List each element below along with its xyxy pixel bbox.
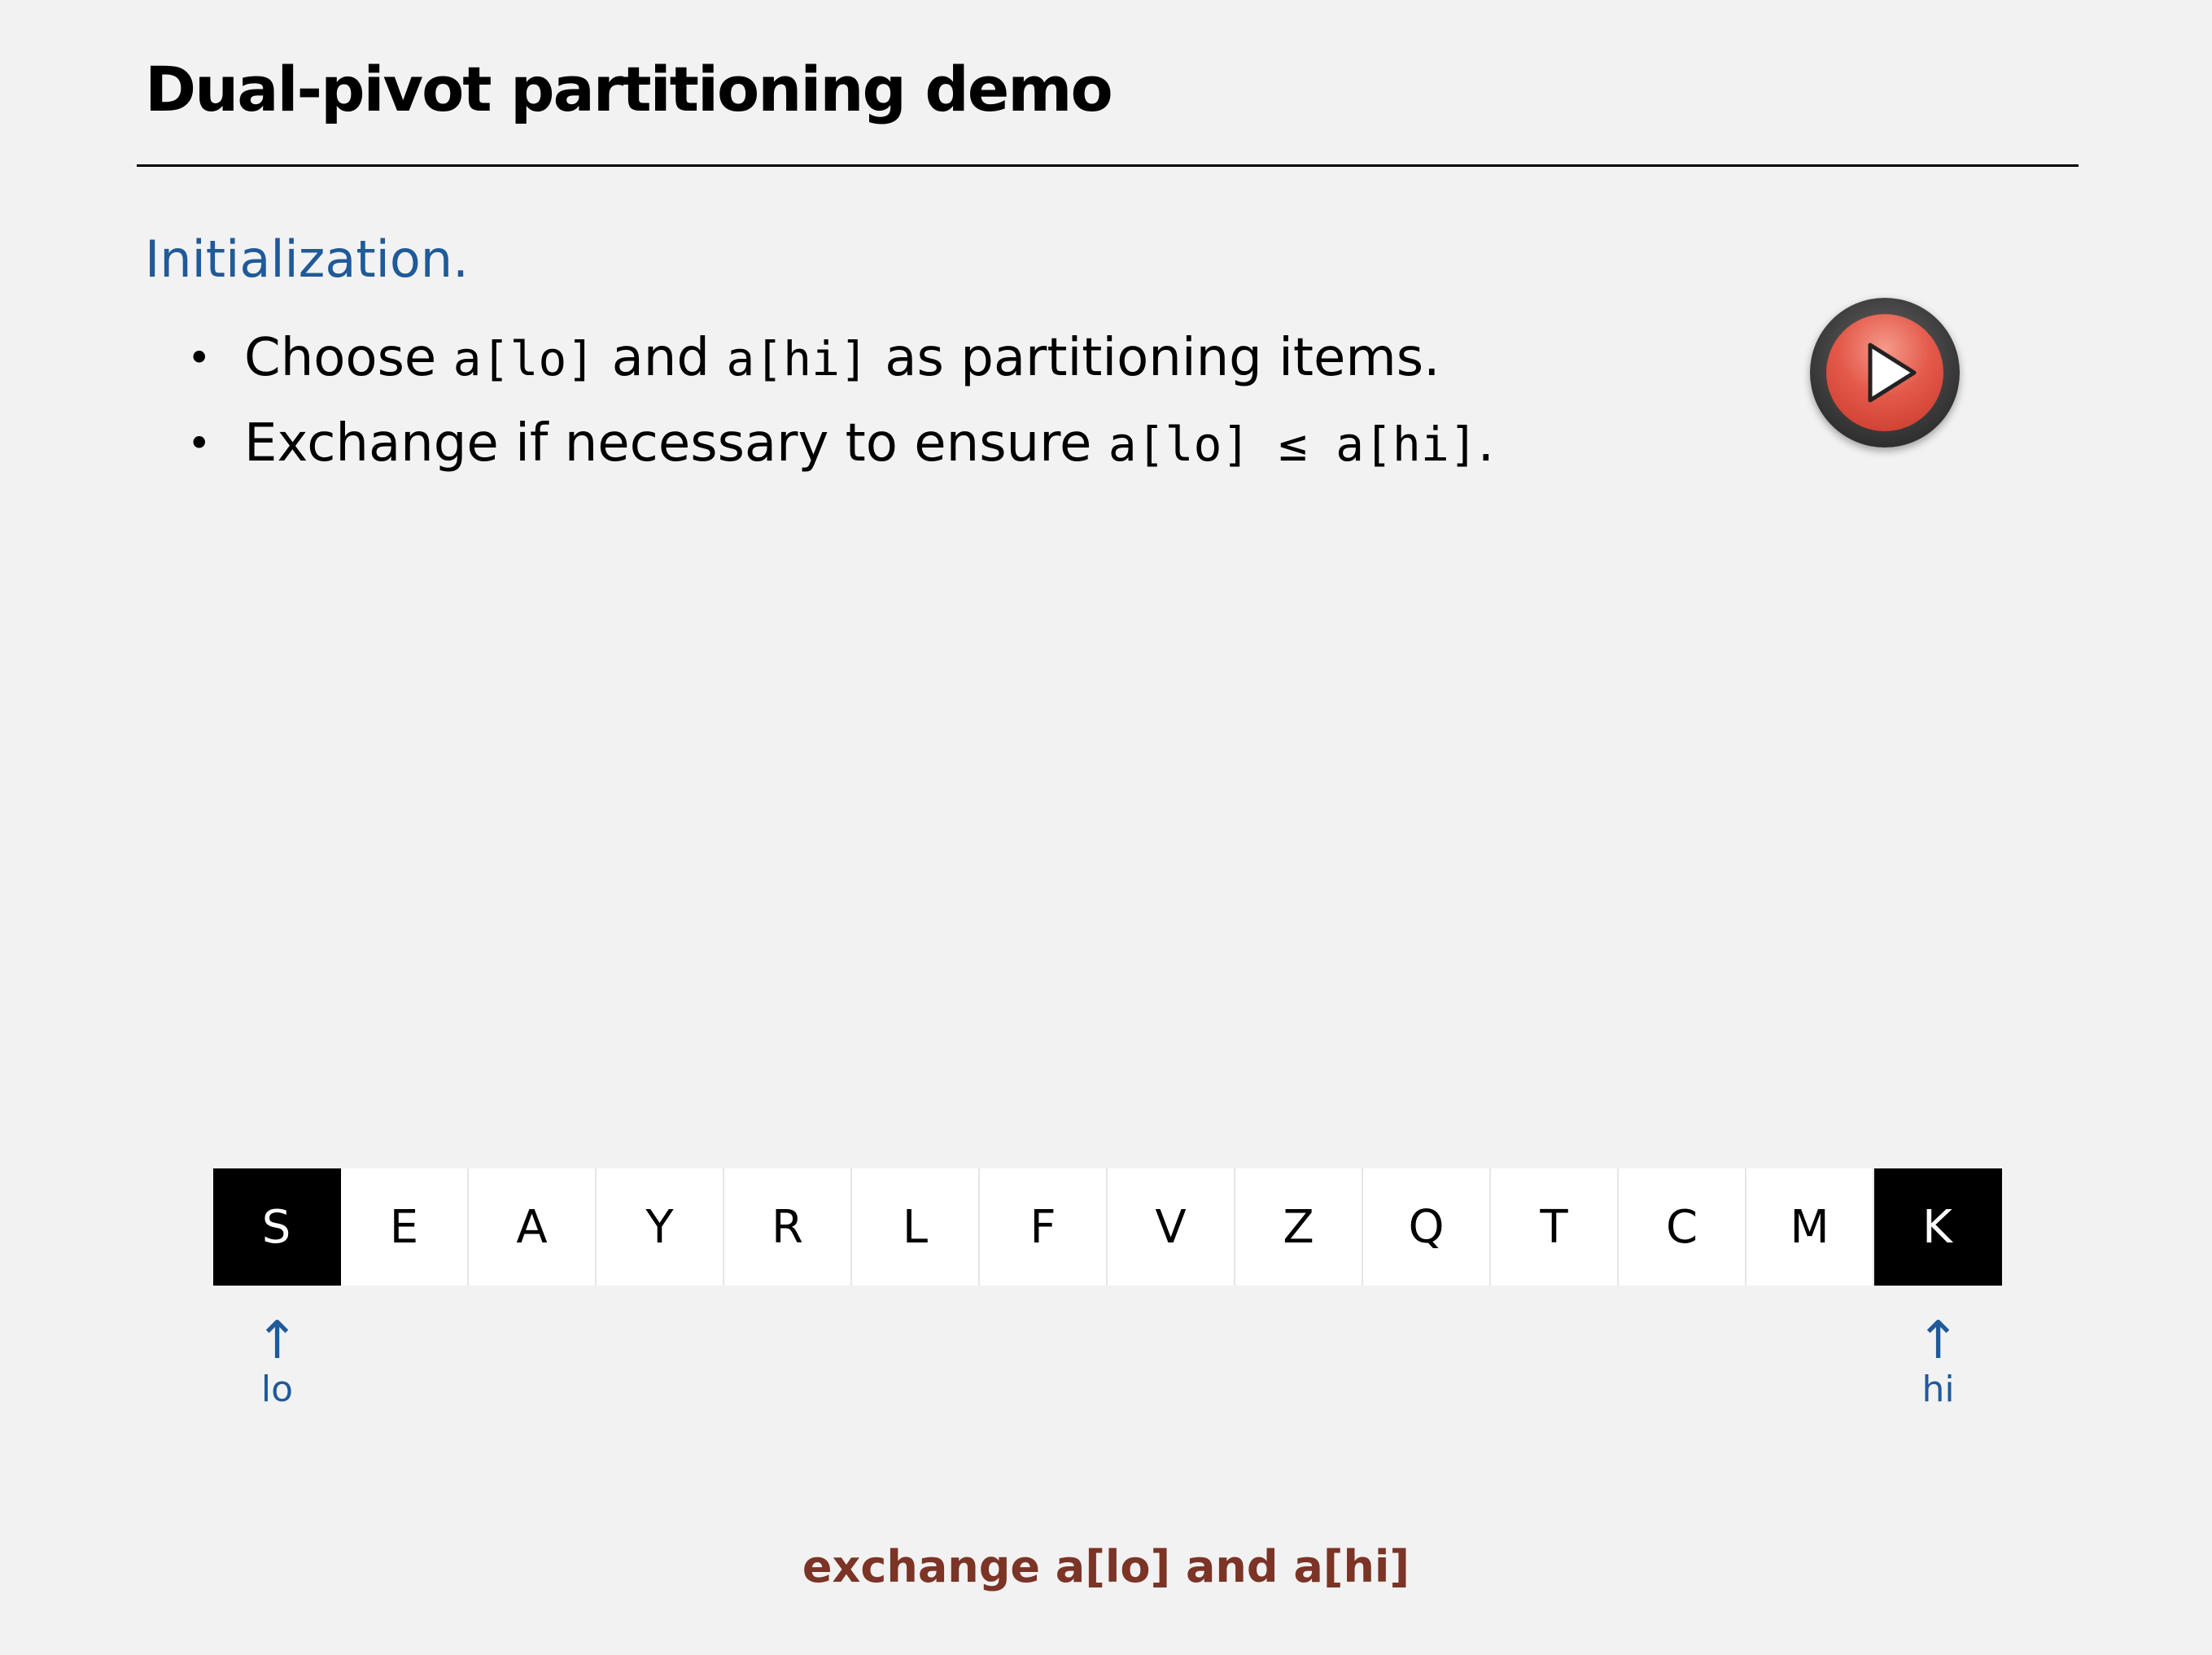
array-cell: E — [341, 1168, 469, 1286]
bullet-text: Exchange if necessary to ensure — [244, 413, 1108, 474]
play-button[interactable] — [1810, 298, 1960, 448]
pointer-label-lo: lo — [260, 1369, 294, 1410]
code-condition: a[lo] ≤ a[hi] — [1108, 417, 1478, 472]
code-a-lo: a[lo] — [452, 331, 596, 386]
bullet-exchange: • Exchange if necessary to ensure a[lo] … — [187, 401, 1494, 487]
step-caption: exchange a[lo] and a[hi] — [802, 1541, 1410, 1592]
up-arrow-icon: ↑ — [255, 1311, 299, 1371]
array-cell: C — [1619, 1168, 1746, 1286]
bullet-list: • Choose a[lo] and a[hi] as partitioning… — [187, 316, 1494, 487]
play-icon — [1868, 343, 1917, 403]
bullet-choose-pivots: • Choose a[lo] and a[hi] as partitioning… — [187, 316, 1494, 401]
array-cell: V — [1108, 1168, 1235, 1286]
title-divider — [137, 164, 2079, 167]
array-cell: T — [1491, 1168, 1619, 1286]
pointer-hi: ↑ hi — [1890, 1311, 1987, 1414]
array-cell: F — [980, 1168, 1108, 1286]
array-cell: Y — [597, 1168, 724, 1286]
array-cell: L — [852, 1168, 980, 1286]
bullet-dot-icon: • — [187, 420, 212, 467]
bullet-text: Choose — [244, 328, 453, 388]
array-cell: R — [724, 1168, 852, 1286]
up-arrow-icon: ↑ — [1916, 1311, 1961, 1371]
bullet-dot-icon: • — [187, 334, 212, 382]
array-cell: A — [469, 1168, 597, 1286]
array-cell: K — [1874, 1168, 2002, 1286]
array-cell: M — [1746, 1168, 1874, 1286]
section-heading: Initialization. — [145, 229, 469, 289]
page-title: Dual-pivot partitioning demo — [145, 53, 1113, 125]
bullet-text: as partitioning items. — [868, 328, 1440, 388]
pointer-lo: ↑ lo — [229, 1311, 326, 1414]
array-cell: S — [213, 1168, 341, 1286]
array-cell: Z — [1235, 1168, 1363, 1286]
pointer-label-hi: hi — [1921, 1369, 1955, 1410]
array-cell: Q — [1363, 1168, 1491, 1286]
play-button-face[interactable] — [1826, 314, 1943, 431]
bullet-text: . — [1477, 413, 1495, 474]
bullet-text: and — [595, 328, 727, 388]
code-a-hi: a[hi] — [726, 331, 868, 386]
